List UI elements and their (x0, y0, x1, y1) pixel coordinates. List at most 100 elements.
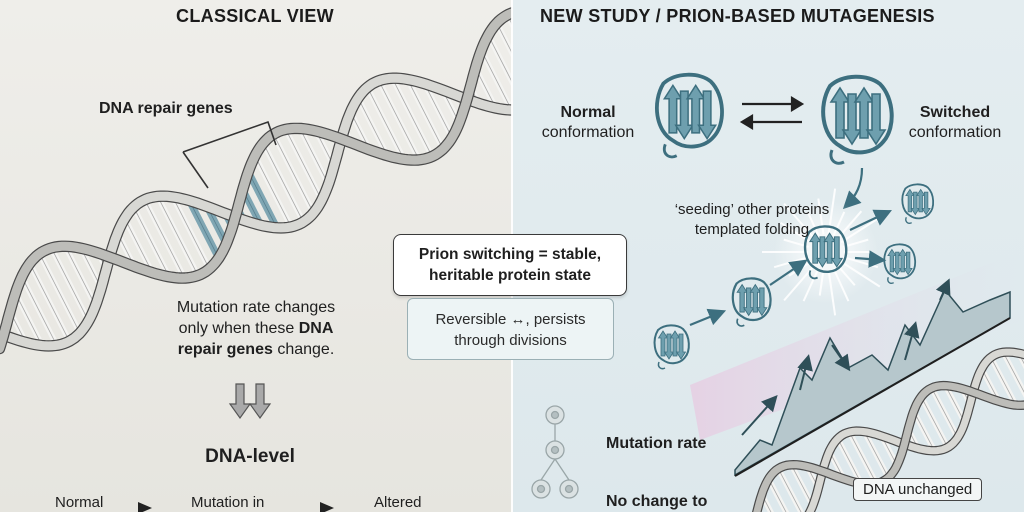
templated-protein-strand (903, 251, 913, 276)
helix-left-base-pair-outline (39, 253, 81, 334)
repair-genes-bracket (182, 120, 277, 189)
mutation-trend-area (734, 288, 1011, 477)
note-line-2a: only when these (178, 320, 299, 337)
templated-protein-tail (905, 217, 913, 224)
cell-lineage-icon (531, 405, 579, 499)
helix-right-base-pair-outline (761, 494, 772, 512)
helix-left-base-pair-outline (391, 78, 433, 157)
switched-label-line2: conformation (908, 124, 1002, 141)
templated-protein (901, 183, 935, 224)
helix-left-base-pair-outline (407, 79, 444, 150)
helix-left-base-pair-outline (378, 80, 420, 161)
down-trend-arrow (831, 344, 851, 372)
protein-group (653, 72, 935, 370)
helix-right-base-pair-outline (913, 411, 935, 451)
classical-view-title: CLASSICAL VIEW (176, 6, 334, 26)
switch-to-seed-arrow (842, 167, 864, 210)
helix-right-base-pair-outline (1002, 352, 1024, 393)
dna-level-heading: DNA-level (205, 446, 295, 467)
dna-helix-illustration (0, 6, 512, 512)
helix-left-base-pair-outline (133, 206, 170, 278)
burst-ray (842, 238, 869, 248)
helix-left-base-pair-outline (487, 34, 512, 83)
seeding-protein (803, 225, 848, 280)
propagating-protein-loop (731, 277, 772, 322)
normal-protein-tail (662, 143, 678, 159)
normal-label-line2: conformation (541, 124, 635, 141)
helix-right-base-pair-outline (768, 478, 787, 512)
helix-right-backbone (753, 382, 1024, 512)
dna-unchanged-badge: DNA unchanged (853, 478, 983, 501)
propagating-protein-tail (736, 318, 745, 327)
seeding-burst (774, 200, 878, 304)
helix-left-base-pair-outline (367, 87, 405, 160)
helix-left-backbone (0, 8, 512, 354)
burst-ray (818, 269, 825, 296)
switched-protein-strand (865, 93, 887, 146)
helix-right-base-pair-outline (777, 468, 802, 512)
sub-line1: Reversible ↔, persists (435, 311, 586, 328)
note-line-3a: repair genes (177, 341, 273, 358)
seeding-line2: templated folding (694, 221, 810, 238)
prion-illustration (531, 72, 1024, 512)
templated-protein (883, 243, 917, 284)
propagating-protein-tail (657, 361, 666, 370)
helix-right-base-pair-outline (863, 431, 889, 478)
helix-right-base-pair-outline (920, 396, 949, 448)
helix-right-base-pair-outline (790, 464, 814, 506)
sub-line2: through divisions (454, 332, 567, 349)
helix-left-base-pair-outline (51, 247, 89, 322)
note-line-3b: change. (272, 341, 335, 358)
normal-label-line1: Normal (560, 104, 616, 121)
helix-left-base-pair-outline (424, 83, 453, 138)
flow-step-mutation: Mutation in (191, 494, 265, 511)
templated-protein-strand (921, 191, 931, 216)
switched-label-line1: Switched (919, 104, 991, 121)
helix-left-base-pair-outline (172, 196, 210, 269)
seeding-protein-loop (803, 225, 848, 273)
equilibrium-arrows-icon (739, 96, 805, 130)
flow-arrow-icon (138, 502, 334, 512)
propagating-protein-strand (756, 287, 768, 317)
switched-protein (821, 74, 894, 165)
new-study-panel: NEW STUDY / PRION-BASED MUTAGENESIS Norm… (513, 0, 1024, 512)
burst-ray (832, 267, 850, 302)
helix-right-base-pair-outline (849, 431, 877, 484)
propagation-arrows-icon (689, 209, 892, 327)
trend-baseline (734, 317, 1011, 477)
helix-left-base-pair-outline (285, 129, 323, 201)
helix-left-base-pair-outline (357, 97, 388, 156)
propagating-protein-strand (675, 333, 687, 360)
helix-right-base-pair-outline (990, 357, 1017, 406)
propagating-protein (731, 277, 772, 327)
dna-repair-genes-label: DNA repair genes (99, 100, 233, 117)
helix-left-base-pair-outline (144, 199, 185, 279)
helix-left-base-pair-outline (157, 196, 199, 276)
helix-left-backbone (0, 73, 512, 351)
helix-left-base-pair-outline (247, 171, 278, 228)
burst-ray (817, 198, 825, 235)
helix-right-base-pair-outline (837, 438, 862, 484)
down-arrows-icon (228, 383, 272, 420)
seeding-line1: ‘seeding’ other proteins (674, 201, 830, 218)
helix-left-base-pair-outline (480, 50, 512, 111)
burst-ray (827, 269, 837, 316)
prion-switching-callout: Prion switching = stable, heritable prot… (393, 234, 627, 296)
helix-left-base-pair-outline (29, 263, 70, 342)
helix-left-base-pair-outline (496, 22, 512, 54)
switched-protein-loop (821, 74, 894, 155)
note-line-1: Mutation rate changes (176, 299, 336, 316)
normal-protein-strand (697, 90, 718, 141)
reversible-note-box: Reversible ↔, persists through divisions (407, 298, 614, 360)
burst-ray (837, 264, 856, 286)
normal-protein (655, 72, 724, 159)
helix-left-base-pair-outline (124, 218, 153, 273)
flow-step-altered: Altered (374, 494, 422, 511)
helix-right-base-pair-outline (945, 385, 966, 423)
helix-right-base-pair-outline (1018, 353, 1024, 365)
helix-left-base-pair-outline (254, 155, 292, 228)
helix-left-base-pair-outline (299, 128, 329, 185)
mutation-rate-label: Mutation rate (606, 435, 707, 452)
burst-ray (802, 267, 820, 302)
burst-ray (832, 211, 846, 237)
